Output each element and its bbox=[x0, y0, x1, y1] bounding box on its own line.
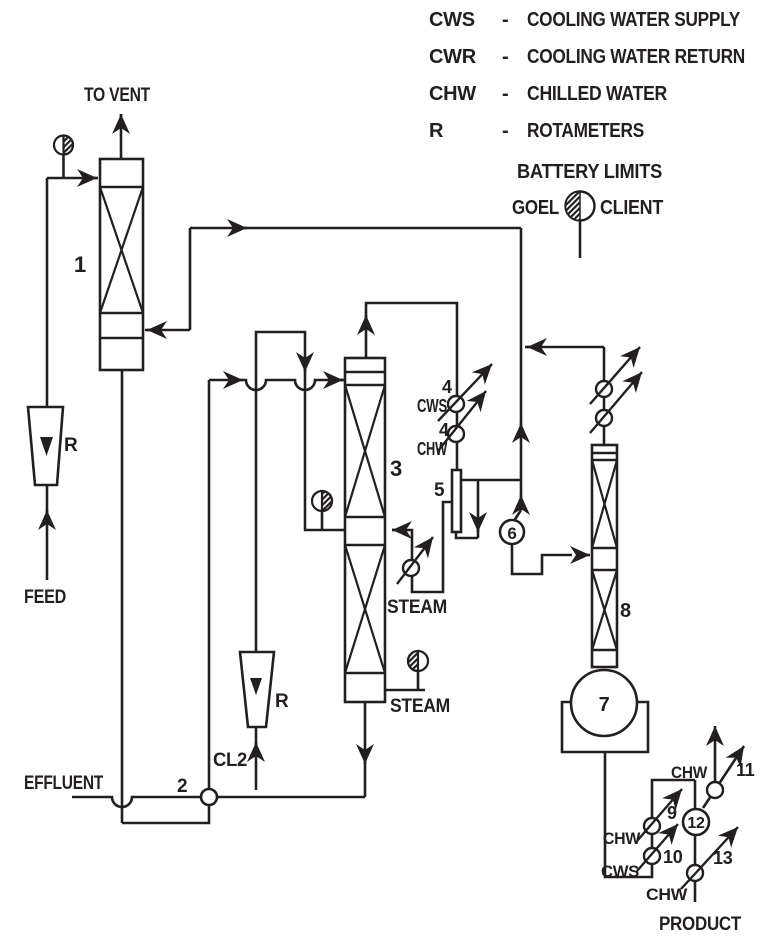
battery-limits-label: BATTERY LIMITS bbox=[517, 161, 662, 183]
legend-dash: - bbox=[502, 9, 508, 31]
client-label: CLIENT bbox=[600, 197, 663, 219]
legend-dash: - bbox=[502, 120, 508, 142]
tap13-number: 13 bbox=[713, 848, 733, 868]
tap10-number: 10 bbox=[663, 847, 683, 867]
legend-meaning: COOLING WATER SUPPLY bbox=[527, 9, 741, 31]
equipment bbox=[26, 157, 711, 837]
rotameter-2 bbox=[238, 650, 276, 729]
piping-lines bbox=[45, 114, 746, 902]
chw11-label: CHW bbox=[671, 763, 708, 782]
condenser5-number: 5 bbox=[434, 480, 445, 501]
item12-number: 12 bbox=[687, 815, 705, 832]
tap4b-number: 4 bbox=[439, 420, 449, 440]
pump-2 bbox=[199, 787, 219, 807]
valve-icon-chw4 bbox=[446, 424, 466, 444]
to-vent-label: TO VENT bbox=[84, 85, 151, 106]
legend-meaning: COOLING WATER RETURN bbox=[527, 46, 745, 68]
rotameter-float-icon bbox=[40, 437, 53, 456]
labels: TO VENT 1 R FEED EFFLUENT 2 CL2 R 3 4 CW… bbox=[24, 85, 755, 935]
cws4-label: CWS bbox=[417, 396, 447, 416]
legend: CWS - COOLING WATER SUPPLY CWR - COOLING… bbox=[429, 9, 745, 258]
rotameter1-label: R bbox=[64, 435, 78, 456]
valve-icon-chw11 bbox=[705, 780, 725, 800]
vessel7-support bbox=[560, 700, 650, 754]
chw11-tap-arrow bbox=[701, 745, 746, 809]
pump6-number: 6 bbox=[507, 524, 516, 543]
pressure-gauge-icon bbox=[406, 649, 430, 673]
chw4-label: CHW bbox=[417, 439, 447, 459]
product-label: PRODUCT bbox=[659, 914, 742, 935]
legend-dash: - bbox=[502, 83, 508, 105]
vessel7-number: 7 bbox=[599, 694, 610, 716]
gauges bbox=[52, 134, 430, 673]
cl2-label: CL2 bbox=[213, 750, 247, 771]
condenser-5 bbox=[450, 468, 463, 534]
chw13-label: CHW bbox=[646, 885, 688, 904]
rotameter-1 bbox=[26, 405, 65, 487]
pump-6 bbox=[498, 518, 526, 546]
battery-limit-icon bbox=[564, 190, 596, 258]
column3-number: 3 bbox=[390, 456, 402, 481]
cws10-label: CWS bbox=[601, 862, 639, 881]
column-8 bbox=[590, 443, 619, 669]
pressure-gauge-icon bbox=[52, 134, 75, 156]
item-12 bbox=[681, 807, 711, 837]
column-3 bbox=[343, 356, 387, 704]
column8-number: 8 bbox=[620, 600, 631, 622]
column-1 bbox=[98, 157, 145, 372]
column1-number: 1 bbox=[74, 252, 86, 277]
chw9-label: CHW bbox=[603, 829, 641, 848]
effluent-line bbox=[72, 795, 201, 809]
feed-crossover-line bbox=[209, 378, 345, 392]
steam-mid-label: STEAM bbox=[387, 597, 447, 618]
legend-abbr: R bbox=[429, 120, 444, 142]
valve-arrows bbox=[396, 346, 739, 890]
legend-abbr: CHW bbox=[429, 83, 476, 105]
rotameter2-label: R bbox=[275, 691, 289, 712]
legend-abbr: CWR bbox=[429, 46, 477, 68]
legend-dash: - bbox=[502, 46, 508, 68]
vessel-7 bbox=[560, 668, 650, 754]
legend-abbr: CWS bbox=[429, 9, 475, 31]
tap4a-number: 4 bbox=[442, 377, 452, 397]
legend-meaning: CHILLED WATER bbox=[527, 83, 668, 105]
valve-icon-cws4 bbox=[446, 394, 466, 414]
pump2-number: 2 bbox=[177, 776, 187, 797]
rotameter-float-icon bbox=[250, 678, 262, 695]
feed-label: FEED bbox=[24, 587, 66, 608]
flow-arrows bbox=[38, 114, 724, 764]
steam-reboiler-label: STEAM bbox=[390, 696, 450, 717]
owner-label: GOEL bbox=[512, 197, 559, 219]
tap11-number: 11 bbox=[736, 760, 755, 780]
legend-meaning: ROTAMETERS bbox=[527, 120, 644, 142]
pressure-gauge-icon bbox=[310, 489, 334, 513]
tap9-number: 9 bbox=[667, 803, 677, 823]
effluent-label: EFFLUENT bbox=[24, 773, 104, 794]
